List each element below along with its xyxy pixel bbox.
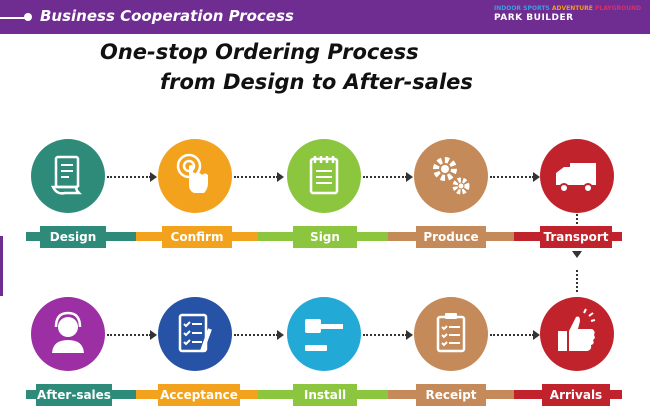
gears-icon [433,157,470,195]
step-label-arrivals: Arrivals [542,384,610,406]
brand-tag-playground: PLAYGROUND [595,5,642,12]
brand-name: PARK BUILDER [494,13,574,23]
flow-arrow-1 [107,172,157,182]
vertical-connector-bottom [576,270,578,292]
header-title: Business Cooperation Process [40,7,294,25]
step-label-acceptance: Acceptance [158,384,240,406]
step-arrivals-circle [540,297,614,371]
support-agent-icon [52,311,84,353]
step-label-produce: Produce [416,226,486,248]
brand-tag-indoor-sports: INDOOR SPORTS [494,5,550,12]
flow-arrow-7 [363,330,413,340]
hammer-icon [305,319,343,351]
step-transport-circle [540,139,614,213]
vertical-arrow-head [572,251,582,258]
thumbs-up-icon [558,308,596,351]
vertical-connector-top [576,214,578,224]
step-label-after-sales: After-sales [36,384,112,406]
flow-arrow-8 [490,330,540,340]
step-install-circle [287,297,361,371]
header-line-decoration [0,17,30,19]
step-label-install: Install [293,384,357,406]
header-bar: Business Cooperation Process INDOOR SPOR… [0,0,650,34]
flow-arrow-2 [234,172,284,182]
step-produce-circle [414,139,488,213]
flow-arrow-3 [363,172,413,182]
step-confirm-circle [158,139,232,213]
step-label-design: Design [40,226,106,248]
step-design-circle [31,139,105,213]
flow-arrow-4 [490,172,540,182]
brand-tag-adventure: ADVENTURE [551,5,593,12]
flow-arrow-6 [234,330,284,340]
step-label-confirm: Confirm [162,226,232,248]
headline-line-2: from Design to After-sales [160,70,473,94]
checklist-pen-icon [178,313,212,353]
brand-tagline: INDOOR SPORTS ADVENTURE PLAYGROUND [494,6,641,12]
left-edge-accent [0,236,3,296]
touch-icon [176,153,208,193]
step-sign-circle [287,139,361,213]
step-label-receipt: Receipt [416,384,486,406]
step-receipt-circle [414,297,488,371]
document-icon [50,155,83,195]
brand-logo: INDOOR SPORTS ADVENTURE PLAYGROUND PARK … [494,6,641,23]
flow-arrow-5 [107,330,157,340]
clipboard-icon [436,313,466,353]
step-after-sales-circle [31,297,105,371]
truck-icon [556,163,596,193]
headline-line-1: One-stop Ordering Process [100,40,419,64]
step-acceptance-circle [158,297,232,371]
step-label-transport: Transport [540,226,612,248]
step-label-sign: Sign [293,226,357,248]
header-dot-decoration [24,13,32,21]
notepad-icon [309,156,339,195]
